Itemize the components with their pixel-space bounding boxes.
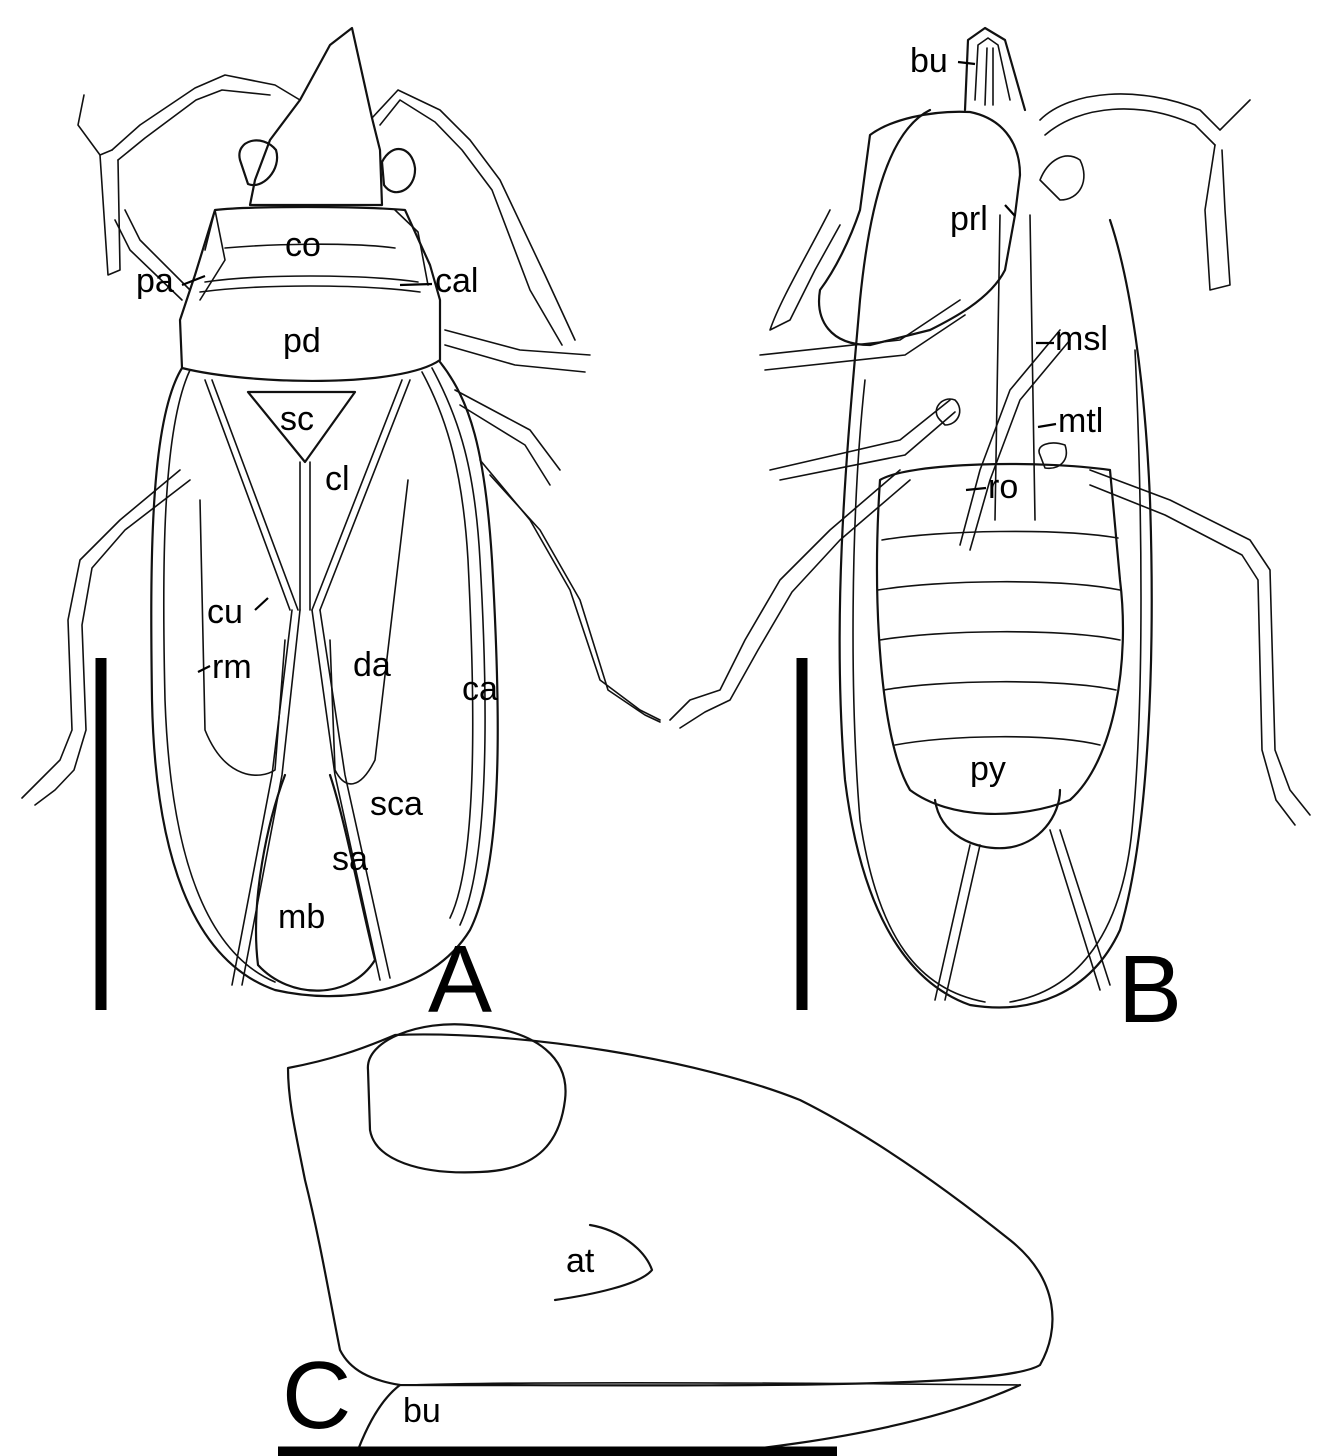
label-py: py	[970, 750, 1006, 788]
label-cl: cl	[325, 460, 350, 498]
label-da: da	[353, 646, 391, 684]
label-at: at	[566, 1242, 595, 1280]
label-pa: pa	[136, 262, 174, 300]
panel-a-dorsal-view: co pa cal pd sc cl cu rm da ca sca sa mb…	[21, 26, 661, 1033]
label-bu-b: bu	[910, 42, 948, 80]
label-sca: sca	[370, 785, 423, 823]
label-msl: msl	[1055, 320, 1108, 358]
panel-label-a: A	[428, 926, 492, 1033]
label-cal: cal	[435, 262, 478, 300]
panel-label-b: B	[1118, 936, 1182, 1043]
label-pd: pd	[283, 322, 321, 360]
label-rm: rm	[212, 648, 252, 686]
label-ca: ca	[462, 670, 498, 708]
label-cu: cu	[207, 593, 243, 631]
label-co: co	[285, 226, 321, 264]
label-bu-c: bu	[403, 1392, 441, 1430]
panel-label-c: C	[282, 1342, 351, 1449]
label-sa: sa	[332, 840, 368, 878]
label-mb: mb	[278, 898, 325, 936]
label-mtl: mtl	[1058, 402, 1103, 440]
panel-b-ventral-view: bu prl msl mtl ro py B	[669, 26, 1311, 1043]
label-sc: sc	[280, 400, 314, 438]
label-prl: prl	[950, 200, 988, 238]
label-ro: ro	[988, 468, 1018, 506]
panel-c-head-lateral: at bu C	[278, 1023, 1054, 1456]
